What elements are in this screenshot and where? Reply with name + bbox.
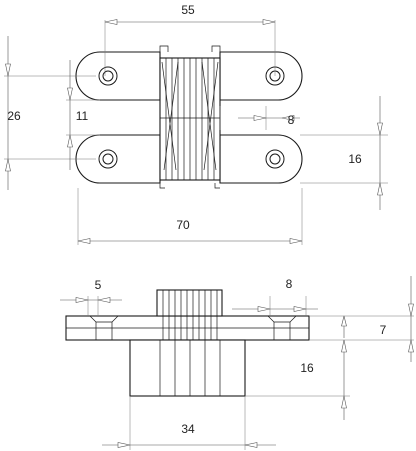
screw-hole-lower-right xyxy=(265,149,285,169)
dimension-70: 70 xyxy=(77,188,303,245)
dimension-8-bottom: 8 xyxy=(232,277,318,316)
dimension-7: 7 xyxy=(309,276,414,362)
side-view: 5 8 7 16 xyxy=(60,276,414,450)
screw-hole-upper-left xyxy=(98,66,118,86)
side-linkage-top xyxy=(156,289,223,317)
right-lower-plate xyxy=(219,134,303,184)
svg-text:5: 5 xyxy=(95,278,102,292)
dimension-16-top: 16 xyxy=(300,96,388,210)
svg-text:34: 34 xyxy=(181,422,195,436)
svg-text:16: 16 xyxy=(348,152,362,166)
screw-hole-lower-left xyxy=(98,149,118,169)
dimension-16-bottom: 16 xyxy=(245,339,350,420)
linkage-leaves xyxy=(160,58,220,180)
dimension-5: 5 xyxy=(60,278,122,316)
right-upper-plate xyxy=(219,51,303,101)
side-body xyxy=(129,339,246,397)
svg-text:16: 16 xyxy=(300,361,314,375)
dimension-11: 11 xyxy=(66,60,100,170)
svg-text:55: 55 xyxy=(181,3,195,17)
svg-text:70: 70 xyxy=(176,218,190,232)
dimension-34: 34 xyxy=(102,396,276,450)
dimension-55: 55 xyxy=(104,3,276,76)
dimension-26: 26 xyxy=(4,36,96,190)
svg-text:8: 8 xyxy=(288,113,295,127)
left-lower-plate xyxy=(75,134,161,184)
svg-text:7: 7 xyxy=(380,323,387,337)
top-view: 55 26 11 8 xyxy=(4,3,388,245)
svg-text:26: 26 xyxy=(7,109,21,123)
svg-text:11: 11 xyxy=(76,109,89,123)
svg-text:8: 8 xyxy=(286,277,293,291)
dimension-8-top: 8 xyxy=(219,106,300,130)
